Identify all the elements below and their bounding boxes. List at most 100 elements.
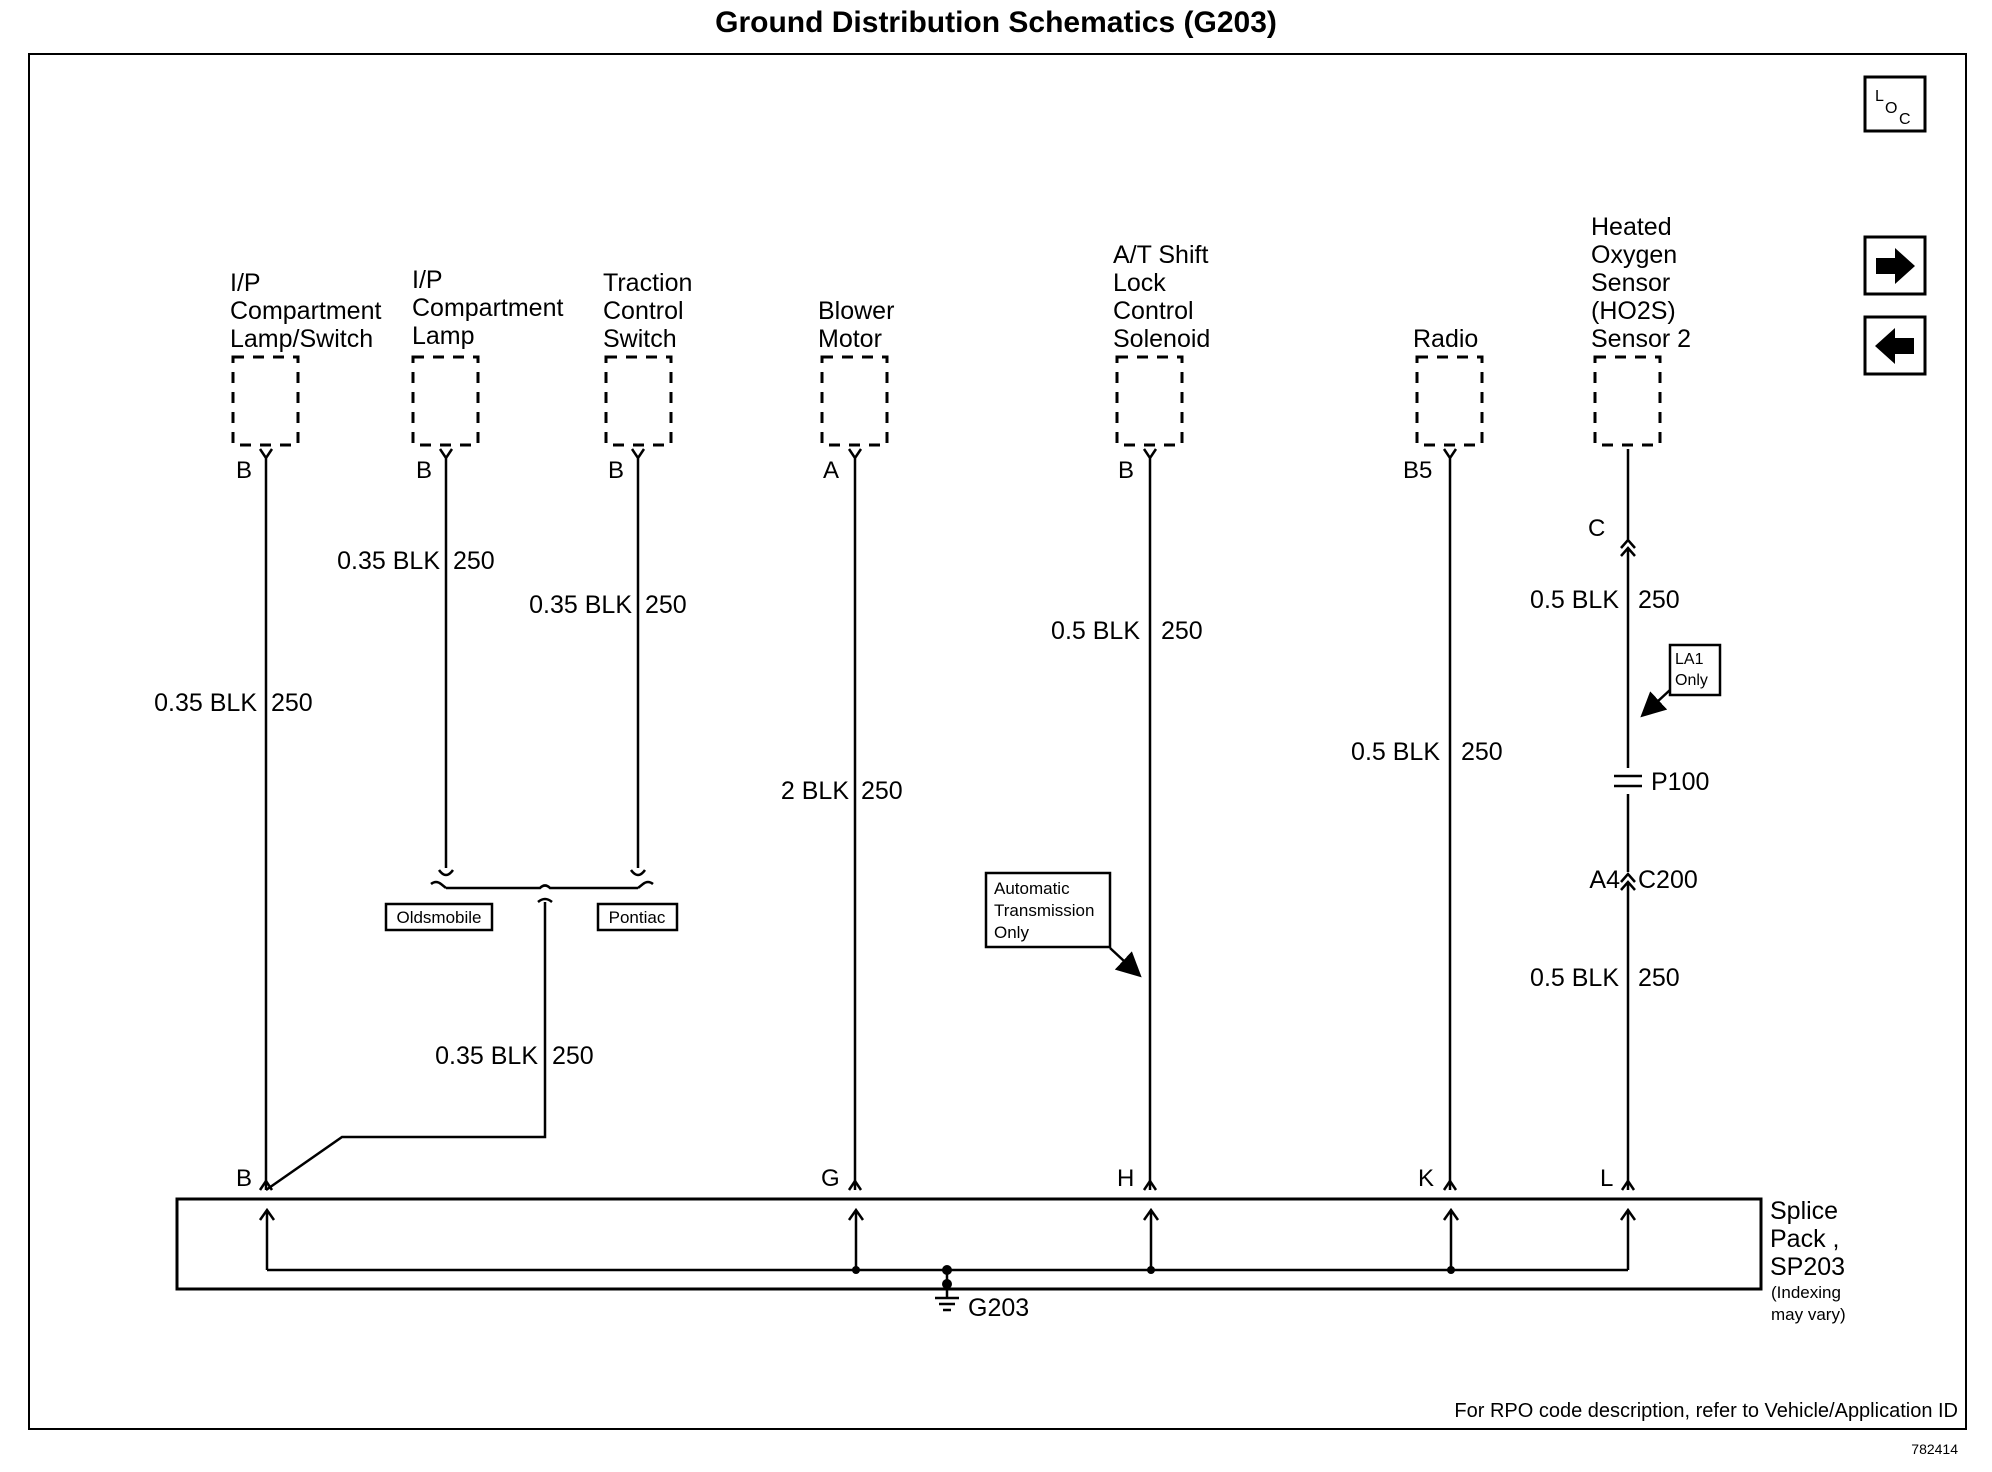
p100-label: P100	[1651, 768, 1709, 796]
option-pontiac: Pontiac	[596, 902, 679, 932]
note-arrow	[1109, 947, 1142, 978]
wire-ip-lamp-switch	[258, 448, 274, 1190]
loc-l-text: L	[1875, 88, 1884, 105]
splice-pin-label: H	[1117, 1165, 1134, 1192]
component-label-line: Motor	[818, 325, 882, 353]
component-radio: Radio	[1413, 325, 1484, 447]
wire-gauge-label: 0.35 BLK	[337, 547, 440, 575]
component-label-line: Radio	[1413, 325, 1478, 353]
note-line: Only	[1675, 672, 1708, 689]
component-label-line: Compartment	[230, 297, 381, 325]
pin-label: C	[1588, 515, 1605, 542]
note-line: Automatic	[994, 879, 1070, 898]
circuit-label: 250	[271, 689, 313, 717]
component-label-line: (HO2S)	[1591, 297, 1676, 325]
circuit-label: 250	[861, 777, 903, 805]
component-box	[820, 355, 889, 447]
wire-ho2s-lower	[1620, 872, 1636, 1190]
component-label-line: Sensor	[1591, 269, 1670, 297]
wire-gauge-label: 0.5 BLK	[1530, 586, 1619, 614]
circuit-label: 250	[1638, 586, 1680, 614]
circuit-label: 250	[453, 547, 495, 575]
component-ip-lamp: I/P Compartment Lamp	[411, 266, 563, 447]
component-label-line: Lamp/Switch	[230, 325, 373, 353]
component-box	[604, 355, 673, 447]
note-la1-only: LA1 Only	[1640, 643, 1722, 718]
component-traction-control-switch: Traction Control Switch	[603, 269, 692, 447]
circuit-label: 250	[645, 591, 687, 619]
note-line: LA1	[1675, 651, 1704, 668]
page-title: Ground Distribution Schematics (G203)	[715, 6, 1277, 39]
wire-gauge-label: 0.5 BLK	[1051, 617, 1140, 645]
circuit-label: 250	[1161, 617, 1203, 645]
diagram-frame	[28, 53, 1967, 1430]
option-oldsmobile-label: Oldsmobile	[396, 908, 481, 927]
loc-o-text: O	[1885, 100, 1897, 117]
component-label-line: I/P	[412, 266, 443, 294]
pin-label: B	[608, 457, 624, 484]
component-label-line: Traction	[603, 269, 692, 297]
splice-pack-box	[175, 1197, 1763, 1291]
splice-pin-g	[847, 1178, 863, 1191]
splice-pack: G203 Splice Pack , SP203 (Indexing may v…	[175, 1197, 1846, 1324]
splice-pack-note: may vary)	[1771, 1305, 1846, 1324]
circuit-label: 250	[1638, 964, 1680, 992]
option-ends	[437, 869, 647, 877]
component-ho2s-sensor-2: Heated Oxygen Sensor (HO2S) Sensor 2	[1591, 213, 1691, 447]
footer-note: For RPO code description, refer to Vehic…	[1454, 1400, 1958, 1422]
note-line: Only	[994, 923, 1029, 942]
prev-page-button[interactable]	[1863, 315, 1927, 376]
splice-pin-k	[1442, 1178, 1458, 1191]
circuit-label: 250	[552, 1042, 594, 1070]
c200-label: C200	[1638, 866, 1698, 894]
ground-label: G203	[968, 1294, 1029, 1322]
component-box	[231, 355, 300, 447]
wires	[258, 448, 1642, 1192]
component-label-line: Compartment	[412, 294, 563, 322]
component-box	[1415, 355, 1484, 447]
wire-traction-switch	[630, 448, 646, 868]
option-merge-bar	[430, 880, 654, 890]
c200-pin-label: A4	[1589, 866, 1620, 894]
arrow-right-icon	[1876, 248, 1915, 284]
wire-gauge-label: 0.35 BLK	[154, 689, 257, 717]
ground-icon	[942, 1279, 952, 1289]
note-line: Transmission	[994, 901, 1094, 920]
component-label-line: Solenoid	[1113, 325, 1210, 353]
figure-code: 782414	[1911, 1441, 1958, 1457]
component-label-line: Heated	[1591, 213, 1672, 241]
component-label-line: Lamp	[412, 322, 475, 350]
component-blower-motor: Blower Motor	[818, 297, 894, 447]
component-at-shift-lock-solenoid: A/T Shift Lock Control Solenoid	[1113, 241, 1210, 447]
splice-pin-label: G	[821, 1165, 840, 1192]
loc-button[interactable]: L O C	[1863, 75, 1927, 133]
splice-pack-note: (Indexing	[1771, 1283, 1841, 1302]
component-box	[411, 355, 480, 447]
loc-c-text: C	[1899, 111, 1911, 128]
component-box	[1115, 355, 1184, 447]
splice-pin-b	[258, 1178, 274, 1191]
next-page-button[interactable]	[1863, 235, 1927, 296]
note-arrow	[1640, 689, 1671, 718]
arrow-left-icon	[1875, 328, 1914, 364]
splice-pin-label: L	[1600, 1165, 1613, 1192]
wire-at-shift-lock	[1142, 448, 1158, 1190]
wire-gauge-label: 0.5 BLK	[1530, 964, 1619, 992]
option-pontiac-label: Pontiac	[609, 908, 666, 927]
component-label-line: I/P	[230, 269, 261, 297]
circuit-label: 250	[1461, 738, 1503, 766]
splice-pack-label: Splice	[1770, 1197, 1838, 1225]
p100-symbol	[1614, 774, 1642, 788]
option-oldsmobile: Oldsmobile	[384, 902, 494, 932]
wire-blower-motor	[847, 448, 863, 1190]
component-ip-lamp-switch: I/P Compartment Lamp/Switch	[230, 269, 381, 447]
pin-label: B	[236, 457, 252, 484]
splice-pack-label: Pack ,	[1770, 1225, 1839, 1253]
component-label-line: Lock	[1113, 269, 1166, 297]
note-automatic-transmission: Automatic Transmission Only	[984, 871, 1142, 978]
pin-label: B5	[1403, 457, 1432, 484]
wire-gauge-label: 2 BLK	[781, 777, 849, 805]
pin-labels: B B B A B B5 C B G H K L	[236, 457, 1613, 1192]
wire-ip-lamp	[438, 448, 454, 868]
